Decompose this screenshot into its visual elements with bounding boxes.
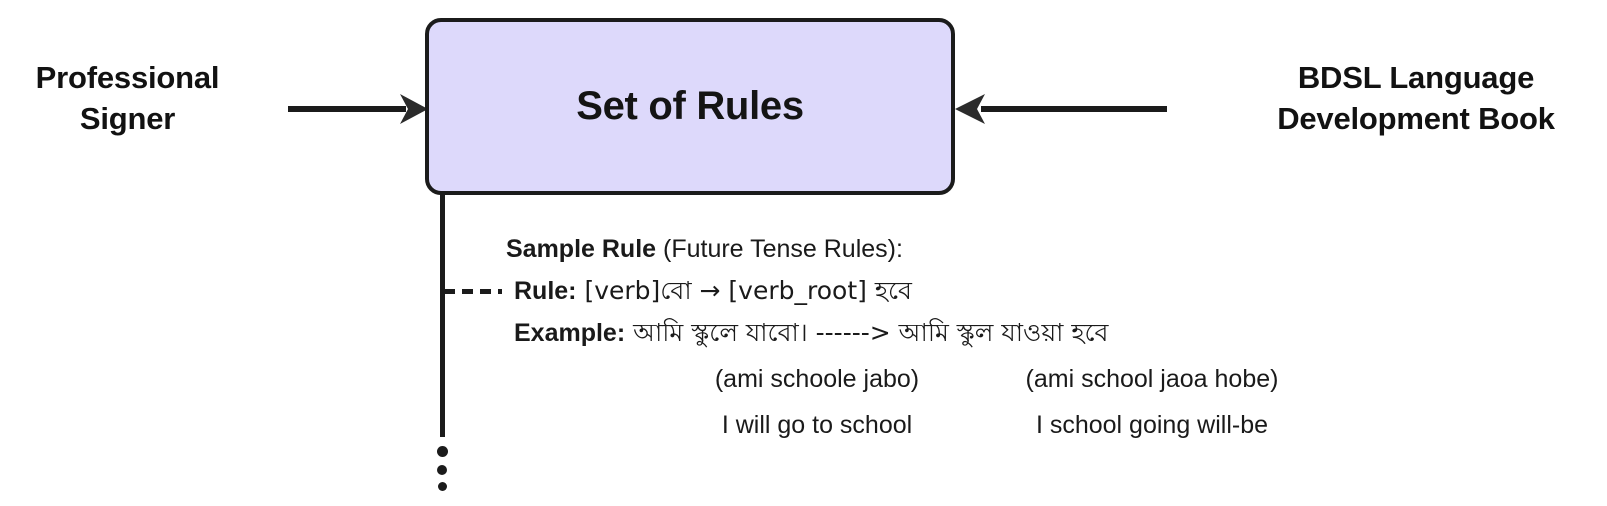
rule-line: Rule: [verb]বো → [verb_root] হবে — [506, 270, 1406, 312]
sample-rule-label: Sample Rule — [506, 235, 657, 263]
label-bdsl-book-line1: BDSL Language — [1297, 60, 1535, 95]
set-of-rules-title: Set of Rules — [576, 84, 804, 128]
continuation-dot — [438, 482, 447, 491]
dashed-connector — [444, 289, 502, 294]
sample-rule-block: Sample Rule (Future Tense Rules): Rule: … — [506, 228, 1406, 446]
label-professional-signer-line2: Signer — [79, 100, 176, 136]
label-bdsl-book: BDSL Language Development Book — [1231, 58, 1601, 140]
english-gloss-right: I school going will-be — [1035, 411, 1269, 439]
rule-pattern: [verb]বো → [verb_root] হবে — [576, 276, 912, 305]
label-professional-signer: Professional Signer — [0, 58, 255, 140]
english-gloss-row: I will go to school I school going will-b… — [506, 404, 1406, 446]
continuation-dot — [437, 446, 448, 457]
label-bdsl-book-line2: Development Book — [1277, 100, 1555, 136]
transliteration-left: (ami schoole jabo) — [714, 365, 920, 393]
sample-rule-line: Sample Rule (Future Tense Rules): — [506, 228, 1406, 270]
sample-rule-parenthetical: (Future Tense Rules): — [656, 235, 903, 263]
arrow-right-icon — [288, 94, 428, 124]
example-line: Example: আমি স্কুলে যাবো। ------> আমি স্… — [506, 312, 1406, 354]
continuation-dot — [437, 465, 447, 475]
arrow-left-icon — [955, 94, 1167, 124]
transliteration-row: (ami schoole jabo) (ami school jaoa hobe) — [506, 358, 1406, 400]
example-source-text: আমি স্কুলে যাবো। ------> আমি স্কুল যাওয়া… — [625, 318, 1109, 347]
set-of-rules-box: Set of Rules — [425, 18, 955, 195]
rule-label: Rule: — [514, 277, 577, 305]
transliteration-right: (ami school jaoa hobe) — [1025, 365, 1279, 393]
label-professional-signer-line1: Professional — [35, 60, 220, 95]
example-label: Example: — [514, 319, 626, 347]
stem-line — [440, 192, 445, 437]
english-gloss-left: I will go to school — [721, 411, 913, 439]
